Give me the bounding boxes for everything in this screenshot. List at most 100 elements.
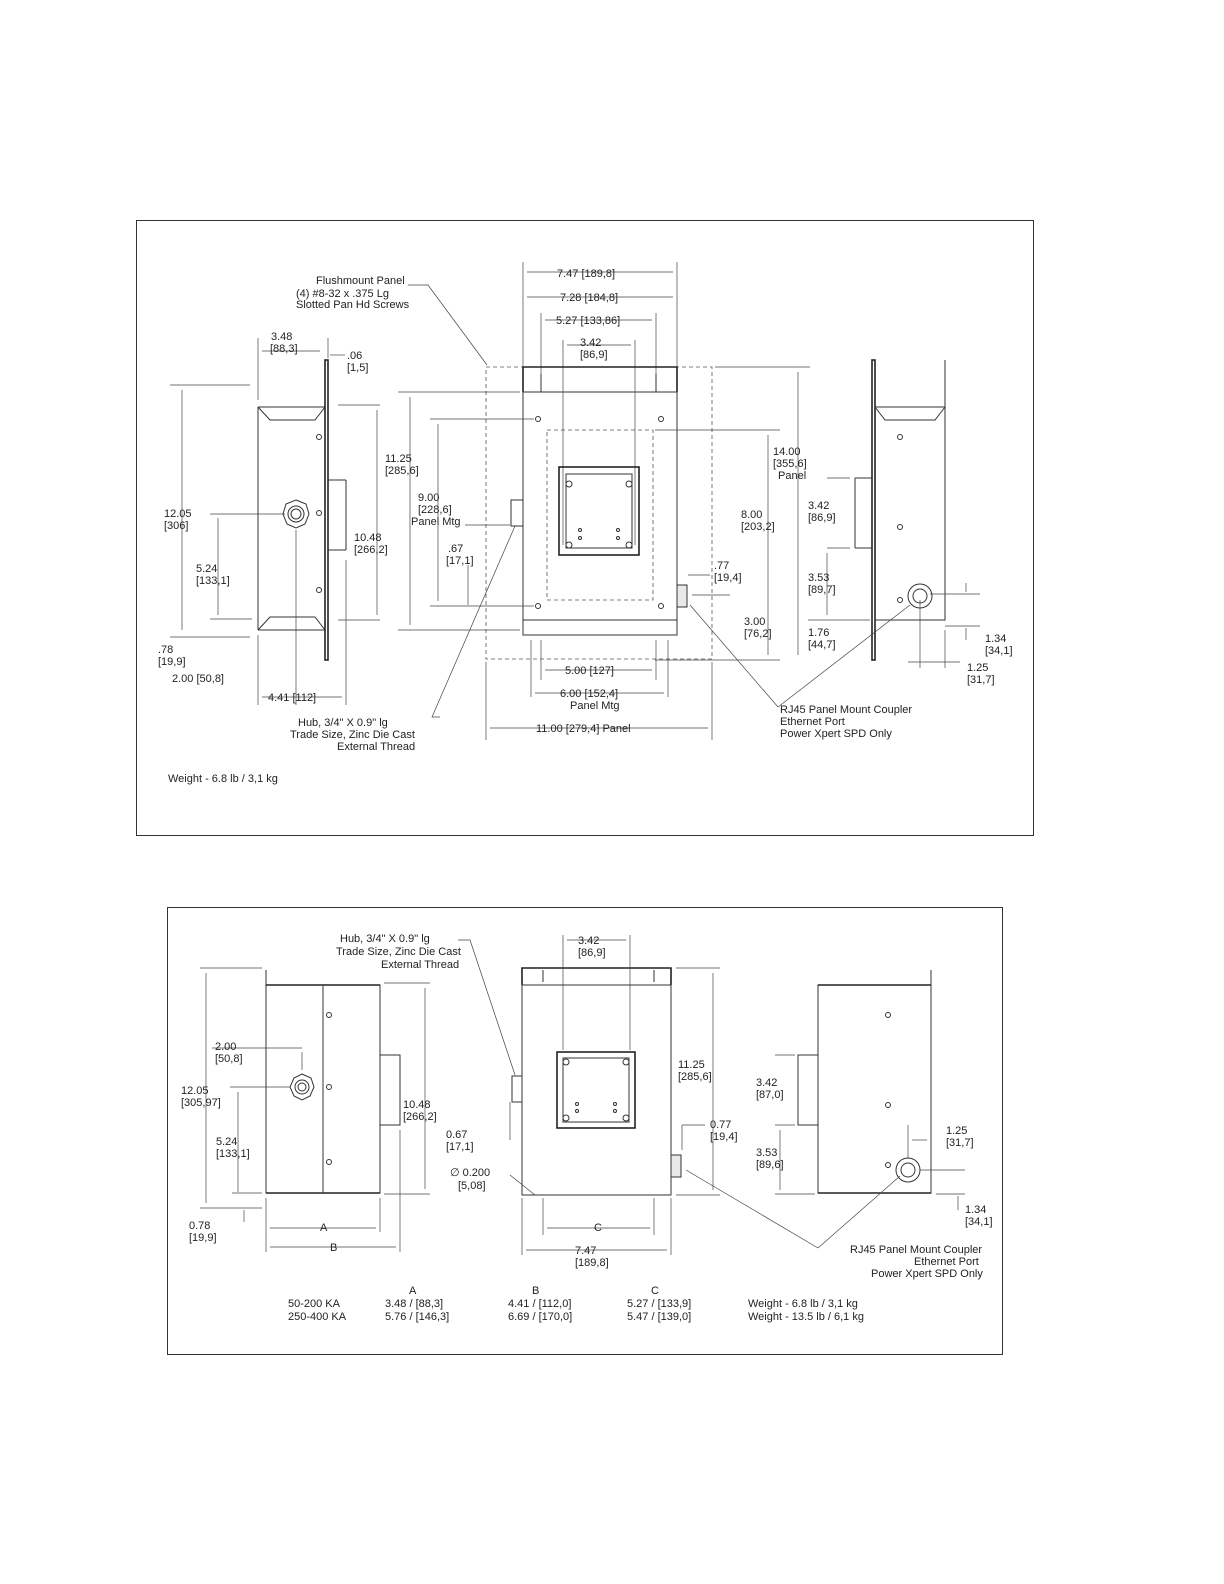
right-side-view [777, 359, 980, 708]
dim-text: 3.42 [756, 1077, 777, 1089]
flushmount-label-2: (4) #8-32 x .375 Lg [296, 288, 389, 300]
dim-text: 5.27 [133,86] [556, 315, 620, 327]
table-header-c: C [651, 1285, 659, 1297]
table-header-b: B [532, 1285, 539, 1297]
drawing-1-frame [136, 220, 1034, 836]
dim-text: Panel [778, 470, 806, 482]
table-row-1-model: 50-200 KA [288, 1298, 341, 1310]
dim-text: 11.00 [279,4] Panel [536, 723, 631, 735]
dim-text: 10.48 [354, 532, 382, 544]
dim-text: [133,1] [196, 575, 230, 587]
dim-text: [31,7] [967, 674, 995, 686]
dim-text: [50,8] [215, 1053, 243, 1065]
dim-text: 3.42 [580, 337, 601, 349]
center-front-view [398, 262, 810, 740]
dim-text: 3.48 [271, 331, 292, 343]
dim-text: [19,9] [189, 1232, 217, 1244]
dim-text: 3.53 [756, 1147, 777, 1159]
table-row-2-c: 5.47 / [139,0] [627, 1311, 691, 1323]
dim-text: 10.48 [403, 1099, 431, 1111]
table-row-1-b: 4.41 / [112,0] [508, 1298, 571, 1310]
center-front-view-2 [458, 935, 819, 1255]
spec-table: A B C 50-200 KA 3.48 / [88,3] 4.41 / [11… [288, 1285, 864, 1323]
rj45-coupler-icon [676, 584, 688, 608]
drawing-2-frame [167, 907, 1003, 1355]
weight-label-1: Weight - 6.8 lb / 3,1 kg [748, 1298, 858, 1310]
dim-text: [17,1] [446, 1141, 474, 1153]
dim-text: 4.41 [112] [268, 692, 316, 704]
dim-text: 5.24 [196, 563, 217, 575]
dim-text: Panel Mtg [570, 700, 620, 712]
dim-text: [86,9] [808, 512, 836, 524]
dim-text: [86,9] [580, 349, 608, 361]
hub-label-2-2: Trade Size, Zinc Die Cast [336, 946, 461, 958]
dim-text: 8.00 [741, 509, 762, 521]
dim-text: [31,7] [946, 1137, 974, 1149]
dim-text: 1.25 [946, 1125, 967, 1137]
dim-text: 5.00 [127] [565, 665, 614, 677]
dim-text: [34,1] [985, 645, 1013, 657]
dim-text: [76,2] [744, 628, 772, 640]
dim-text: [19,9] [158, 656, 186, 668]
flushmount-label-3: Slotted Pan Hd Screws [296, 299, 410, 311]
dim-text: [285,6] [385, 465, 419, 477]
dim-text: 0.78 [189, 1220, 210, 1232]
dim-text: [285,6] [678, 1071, 712, 1083]
table-row-1-c: 5.27 / [133,9] [627, 1298, 691, 1310]
drawing-2-labels: Hub, 3/4" X 0.9" lg Trade Size, Zinc Die… [181, 933, 993, 1280]
dim-text: 7.28 [184,8] [560, 292, 618, 304]
dim-text: .77 [714, 560, 729, 572]
dim-text: 2.00 [50,8] [172, 673, 224, 685]
dim-text: [89,7] [808, 584, 836, 596]
table-header-a: A [409, 1285, 417, 1297]
table-row-2-b: 6.69 / [170,0] [508, 1311, 572, 1323]
dim-text: [266,2] [403, 1111, 437, 1123]
hub-label-2-1: Hub, 3/4" X 0.9" lg [340, 933, 430, 945]
dim-text: 5.24 [216, 1136, 237, 1148]
dim-text: [133,1] [216, 1148, 250, 1160]
left-side-view-2 [200, 967, 430, 1252]
table-row-2-a: 5.76 / [146,3] [385, 1311, 449, 1323]
dim-text: C [594, 1222, 602, 1234]
dim-text: 7.47 [189,8] [557, 268, 615, 280]
right-side-view-2 [775, 970, 965, 1249]
dim-text: 1.34 [965, 1204, 986, 1216]
dim-text: .06 [347, 350, 362, 362]
dim-text: 0.67 [446, 1129, 467, 1141]
rj45-label-1: RJ45 Panel Mount Coupler [780, 704, 912, 716]
dim-text: 3.53 [808, 572, 829, 584]
dim-text: [86,9] [578, 947, 606, 959]
dim-text: 11.25 [385, 453, 412, 465]
dim-text: [34,1] [965, 1216, 993, 1228]
dim-text: [305,97] [181, 1097, 221, 1109]
dim-text: .67 [448, 543, 463, 555]
hub-label-3: External Thread [337, 741, 415, 753]
dim-text: 3.00 [744, 616, 765, 628]
hub-label-2-3: External Thread [381, 959, 459, 971]
dim-text: 1.25 [967, 662, 988, 674]
hub-icon [282, 499, 310, 529]
rj45-label-2-2: Ethernet Port [914, 1256, 979, 1268]
dim-text: 14.00 [773, 446, 801, 458]
rj45-coupler-icon-2 [670, 1154, 682, 1178]
dim-text: [89,6] [756, 1159, 784, 1171]
dim-text: [203,2] [741, 521, 775, 533]
dim-text: [88,3] [270, 343, 298, 355]
dim-text: 12.05 [181, 1085, 209, 1097]
dim-text: Panel Mtg [411, 516, 461, 528]
dim-text: [355,6] [773, 458, 807, 470]
weight-label: Weight - 6.8 lb / 3,1 kg [168, 773, 278, 785]
dim-text: 7.47 [575, 1245, 596, 1257]
mounting-plate-icon-2 [556, 1051, 636, 1129]
dim-text: 3.42 [808, 500, 829, 512]
dim-text: [17,1] [446, 555, 474, 567]
rj45-label-3: Power Xpert SPD Only [780, 728, 892, 740]
dim-text: [19,4] [714, 572, 742, 584]
flushmount-label-1: Flushmount Panel [316, 275, 405, 287]
mounting-plate-icon [558, 466, 640, 556]
dim-text: [266,2] [354, 544, 388, 556]
drawing-1-labels: Flushmount Panel (4) #8-32 x .375 Lg Slo… [158, 268, 1013, 785]
dim-text: ∅ 0.200 [450, 1167, 490, 1179]
dim-text: [5,08] [458, 1180, 486, 1192]
